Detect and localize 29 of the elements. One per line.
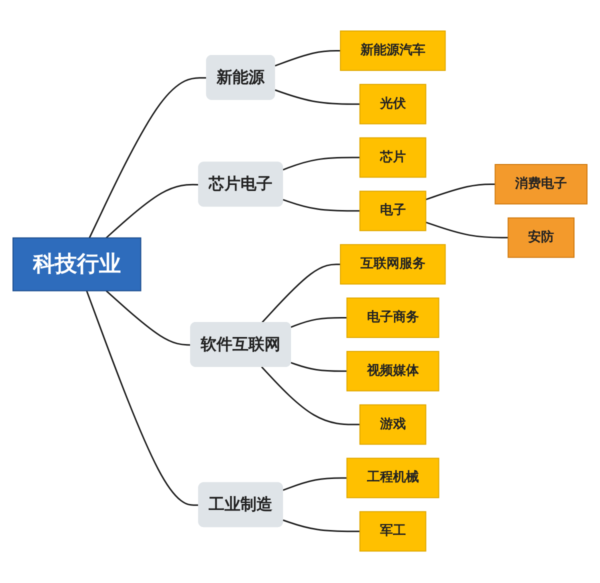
connector — [261, 264, 340, 324]
node-box: 光伏 — [359, 84, 426, 125]
connector — [274, 90, 360, 106]
connector — [261, 366, 360, 426]
connector — [106, 184, 200, 239]
node-box: 新能源汽车 — [340, 30, 446, 72]
node-box: 军工 — [359, 512, 426, 552]
node-box: 安防 — [508, 218, 575, 258]
node-box: 视频媒体 — [346, 351, 440, 392]
connector — [106, 290, 192, 346]
connector — [274, 50, 340, 67]
connector — [426, 184, 496, 201]
connector — [282, 199, 360, 212]
connector — [290, 362, 347, 372]
node-box: 科技行业 — [12, 238, 142, 292]
connector — [86, 290, 200, 506]
connector — [88, 78, 208, 239]
node-box: 电子 — [359, 191, 426, 232]
connector — [282, 478, 347, 492]
node-box: 芯片 — [359, 138, 426, 178]
node-box: 互联网服务 — [340, 244, 446, 285]
node-box: 消费电子 — [494, 164, 588, 205]
node-box: 电子商务 — [346, 298, 440, 338]
connector — [426, 222, 508, 239]
node-box: 工程机械 — [346, 458, 440, 499]
connector — [290, 317, 347, 328]
connector — [282, 157, 360, 171]
node-box: 游戏 — [359, 404, 426, 446]
connector — [282, 520, 360, 533]
